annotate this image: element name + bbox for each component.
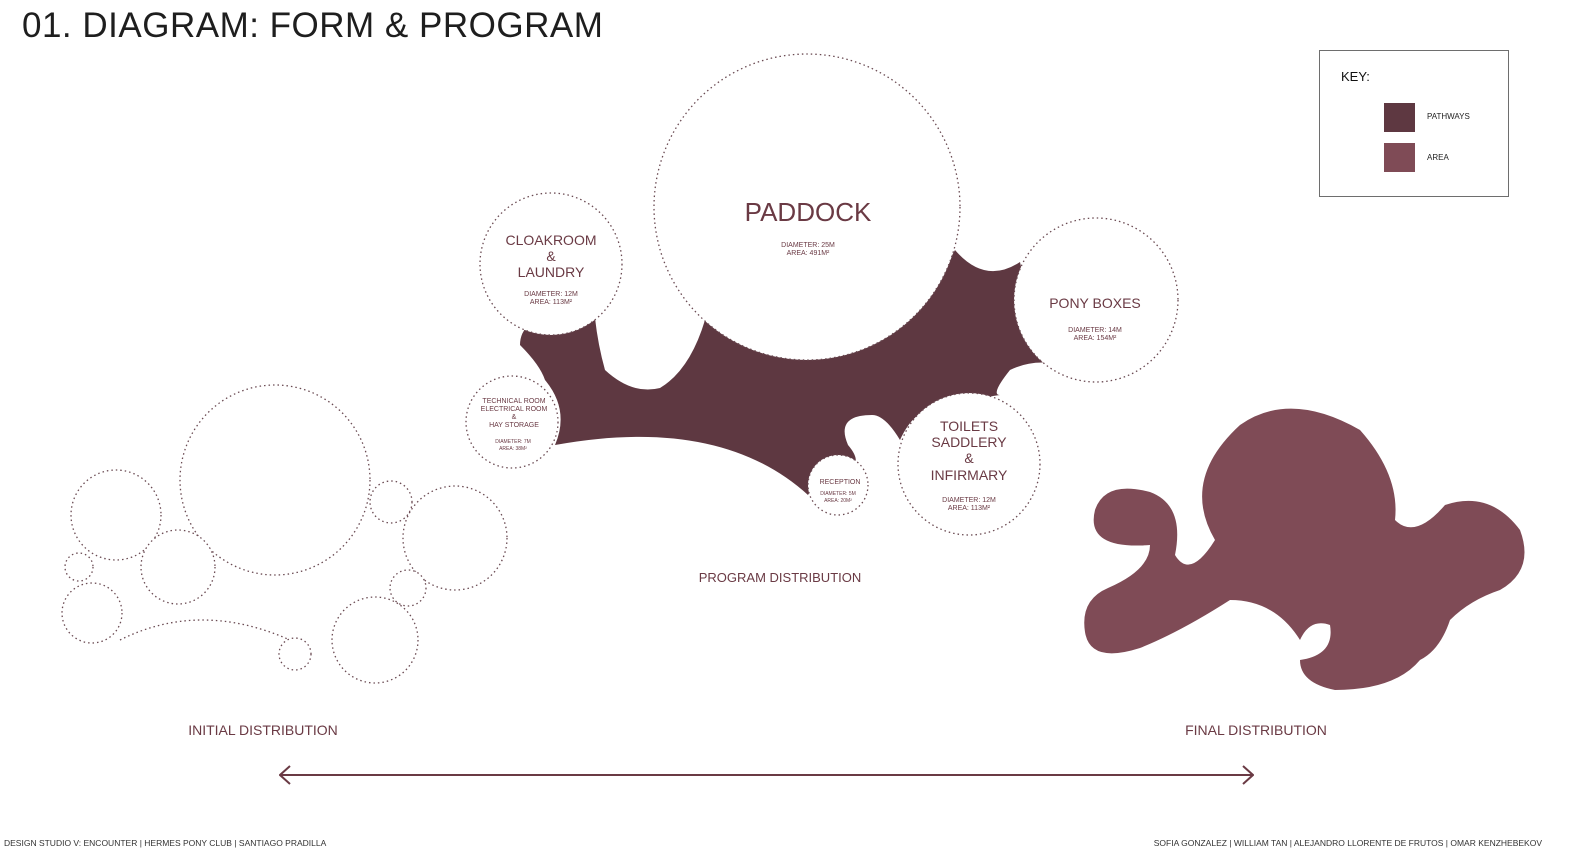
area-swatch — [1384, 143, 1415, 172]
pathways-swatch — [1384, 103, 1415, 132]
technical-label-line4: HAY STORAGE — [489, 422, 539, 429]
paddock-label: PADDOCK — [745, 197, 872, 227]
toilets-label-line1: TOILETS — [940, 418, 998, 434]
initial-distribution-label: INITIAL DISTRIBUTION — [188, 722, 338, 738]
initial-circle — [70, 469, 162, 561]
initial-circle — [369, 480, 413, 524]
toilets-label-line4: INFIRMARY — [931, 467, 1008, 483]
initial-circle — [64, 552, 94, 582]
initial-connector-curve — [119, 619, 291, 641]
key-title: KEY: — [1341, 69, 1370, 84]
cloakroom-label-line3: LAUNDRY — [518, 264, 585, 280]
cloakroom-label-line1: CLOAKROOM — [505, 232, 596, 248]
pony-boxes-label: PONY BOXES — [1049, 295, 1141, 311]
cloakroom-circle — [479, 192, 623, 336]
initial-circle-large — [179, 384, 371, 576]
pony-boxes-area: AREA: 154M² — [1074, 335, 1117, 342]
pony-boxes-diameter: DIAMETER: 14M — [1068, 327, 1122, 334]
technical-diameter: DIAMETER: 7M — [495, 439, 531, 445]
reception-area: AREA: 20M² — [824, 498, 852, 504]
toilets-circle — [897, 392, 1041, 536]
toilets-label-line3: & — [964, 450, 974, 466]
paddock-circle — [653, 53, 961, 361]
paddock-diameter: DIAMETER: 25M — [781, 242, 835, 249]
pathway-area — [520, 250, 1080, 495]
initial-circle — [140, 529, 216, 605]
initial-circle — [331, 596, 419, 684]
footer-left: DESIGN STUDIO V: ENCOUNTER | HERMES PONY… — [4, 838, 327, 848]
toilets-label-line2: SADDLERY — [931, 434, 1007, 450]
cloakroom-label-line2: & — [546, 248, 556, 264]
reception-diameter: DIAMETER: 5M — [820, 491, 856, 497]
paddock-area: AREA: 491M² — [787, 250, 830, 257]
technical-area: AREA: 38M² — [499, 446, 527, 452]
pathways-label: PATHWAYS — [1427, 112, 1470, 121]
final-distribution-diagram — [1084, 408, 1525, 690]
page-title: 01. DIAGRAM: FORM & PROGRAM — [22, 6, 604, 45]
pony-boxes-circle — [1013, 217, 1179, 383]
initial-circle — [402, 485, 508, 591]
toilets-diameter: DIAMETER: 12M — [942, 497, 996, 504]
footer-right: SOFIA GONZALEZ | WILLIAM TAN | ALEJANDRO… — [1153, 838, 1542, 848]
initial-circle — [278, 637, 312, 671]
initial-circle — [61, 582, 123, 644]
technical-label-line3: & — [512, 414, 517, 421]
final-distribution-shape — [1084, 408, 1525, 690]
technical-label-line1: TECHNICAL ROOM — [482, 398, 545, 405]
area-label: AREA — [1427, 153, 1449, 162]
toilets-area: AREA: 113M² — [948, 505, 991, 512]
program-distribution-label: PROGRAM DISTRIBUTION — [699, 570, 862, 585]
legend-key: KEY: PATHWAYS AREA — [1319, 50, 1509, 197]
reception-circle — [807, 454, 869, 516]
cloakroom-diameter: DIAMETER: 12M — [524, 291, 578, 298]
initial-distribution-diagram — [61, 384, 508, 684]
initial-circle — [389, 569, 427, 607]
technical-label-line2: ELECTRICAL ROOM — [481, 406, 548, 413]
program-distribution-diagram: PADDOCK DIAMETER: 25M AREA: 491M² CLOAKR… — [465, 53, 1179, 585]
technical-room-circle — [465, 375, 559, 469]
reception-label: RECEPTION — [820, 479, 861, 486]
final-distribution-label: FINAL DISTRIBUTION — [1185, 722, 1327, 738]
cloakroom-area: AREA: 113M² — [530, 299, 573, 306]
